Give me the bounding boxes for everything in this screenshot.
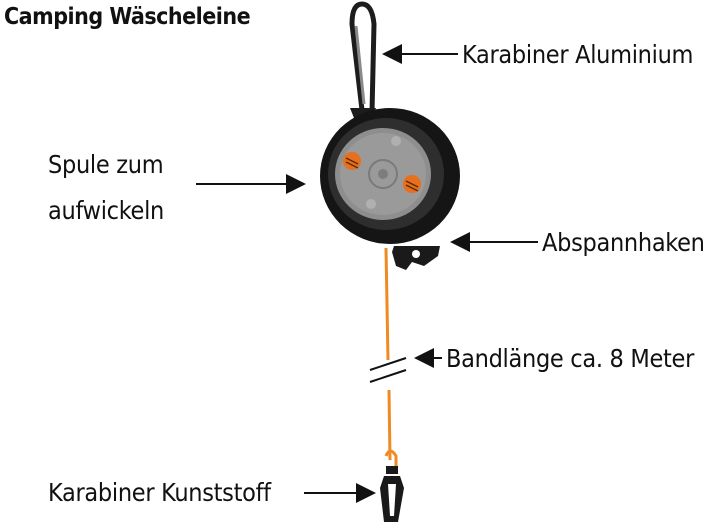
tension-hook-icon (392, 246, 440, 270)
label-spule-line1: Spule zum (48, 150, 164, 179)
label-karabiner-kunststoff: Karabiner Kunststoff (48, 478, 271, 507)
label-abspannhaken: Abspannhaken (542, 228, 705, 257)
cord-icon (369, 247, 407, 461)
label-spule-line2: aufwickeln (48, 196, 165, 225)
plastic-clip-icon (380, 449, 404, 522)
diagram-title: Camping Wäscheleine (4, 4, 251, 30)
aluminium-carabiner-icon (349, 1, 377, 118)
label-karabiner-aluminium: Karabiner Aluminium (462, 40, 694, 69)
reel-icon (320, 108, 460, 244)
label-bandlaenge: Bandlänge ca. 8 Meter (446, 344, 695, 373)
